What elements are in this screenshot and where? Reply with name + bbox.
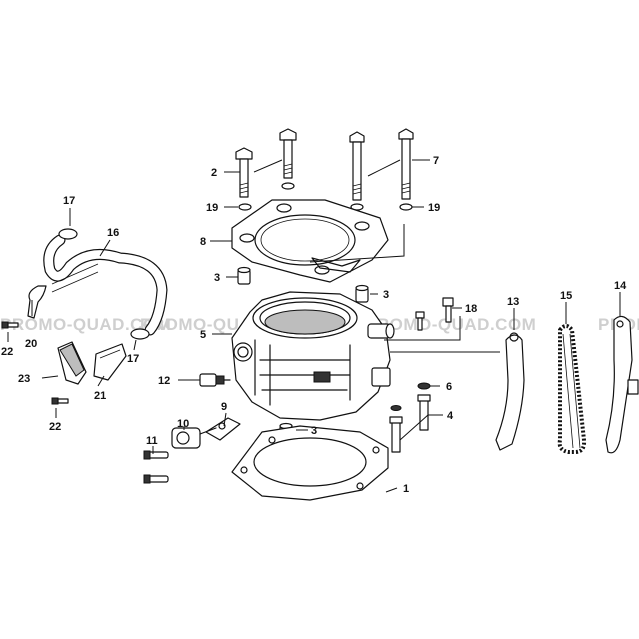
cylinder-block [231,291,395,421]
chain-guide-14 [605,315,639,454]
label-11: 11 [146,435,158,447]
label-23: 23 [18,373,30,385]
bolt-7a [349,131,365,201]
coolant-hose [43,228,168,340]
label-22-top: 22 [1,346,13,358]
bolt-7b [398,128,414,200]
label-10: 10 [177,418,189,430]
chain-tensioner [143,417,241,484]
bolts-11 [143,450,169,484]
label-22-bottom: 22 [49,421,61,433]
bolt-2 [235,147,253,198]
temp-sensor [199,373,231,387]
leader-lines [7,159,621,493]
watermark-text-3: PROMO-QUAD.COM [365,315,536,334]
label-8: 8 [200,236,206,248]
label-19-right: 19 [428,202,440,214]
part-labels: 1 2 3 3 3 4 5 6 7 8 9 10 11 12 13 14 15 … [1,155,627,495]
label-13: 13 [507,296,519,308]
timing-chain [557,324,587,454]
label-6: 6 [446,381,452,393]
label-16: 16 [107,227,119,239]
bolt-18 [415,297,454,331]
label-21: 21 [94,390,106,402]
label-17-top: 17 [63,195,75,207]
label-17-bottom: 17 [127,353,139,365]
label-18: 18 [465,303,477,315]
watermark-text-1: PROMO-QUAD.COM [0,315,171,334]
label-15: 15 [560,290,572,302]
label-9: 9 [221,401,227,413]
heat-shields [57,341,127,385]
long-bolts [235,128,414,201]
label-3-right: 3 [383,289,389,301]
label-14: 14 [614,280,627,292]
label-19-left: 19 [206,202,218,214]
label-2: 2 [211,167,217,179]
label-12: 12 [158,375,170,387]
label-5: 5 [200,329,206,341]
label-3-bottom: 3 [311,425,317,437]
head-gasket [231,199,389,283]
label-7: 7 [433,155,439,167]
base-bolts [389,382,431,453]
label-3-top: 3 [214,272,220,284]
label-4: 4 [447,410,454,422]
bolts-22 [1,321,69,405]
base-gasket [231,425,389,501]
label-20: 20 [25,338,37,350]
label-1: 1 [403,483,409,495]
chain-guide-13 [495,332,525,451]
bolt-2b [279,128,297,179]
